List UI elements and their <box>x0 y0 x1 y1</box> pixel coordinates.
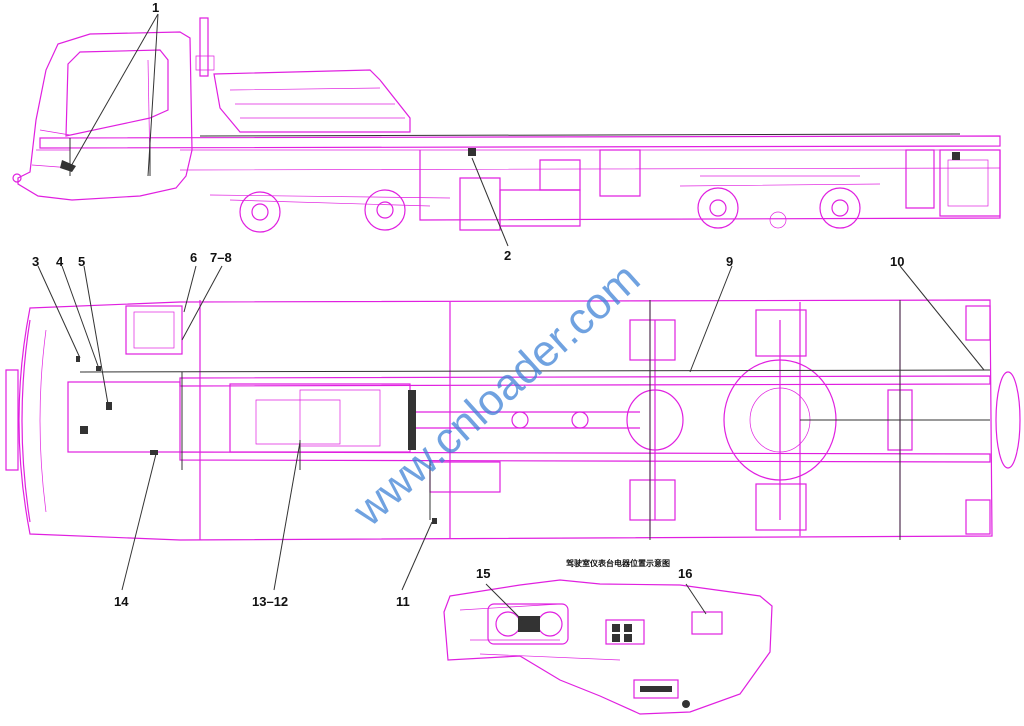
chassis-top-view <box>5 299 1021 541</box>
callout-6: 6 <box>190 250 197 265</box>
leader-lines <box>37 13 985 621</box>
callout-10: 10 <box>890 254 904 269</box>
callout-7-8: 7–8 <box>210 250 232 265</box>
truck-side-view <box>12 17 1001 233</box>
callout-13-12: 13–12 <box>252 594 288 609</box>
callout-1: 1 <box>152 0 159 15</box>
callout-3: 3 <box>32 254 39 269</box>
callout-9: 9 <box>726 254 733 269</box>
callout-15: 15 <box>476 566 490 581</box>
dashboard-view <box>443 579 773 715</box>
dashboard-caption: 驾驶室仪表台电器位置示意图 <box>565 558 670 568</box>
callout-11: 11 <box>396 594 410 609</box>
callout-4: 4 <box>56 254 64 269</box>
watermark: www.cnloader.com <box>343 254 649 537</box>
callout-5: 5 <box>78 254 85 269</box>
callout-16: 16 <box>678 566 692 581</box>
callout-14: 14 <box>114 594 129 609</box>
callout-2: 2 <box>504 248 511 263</box>
